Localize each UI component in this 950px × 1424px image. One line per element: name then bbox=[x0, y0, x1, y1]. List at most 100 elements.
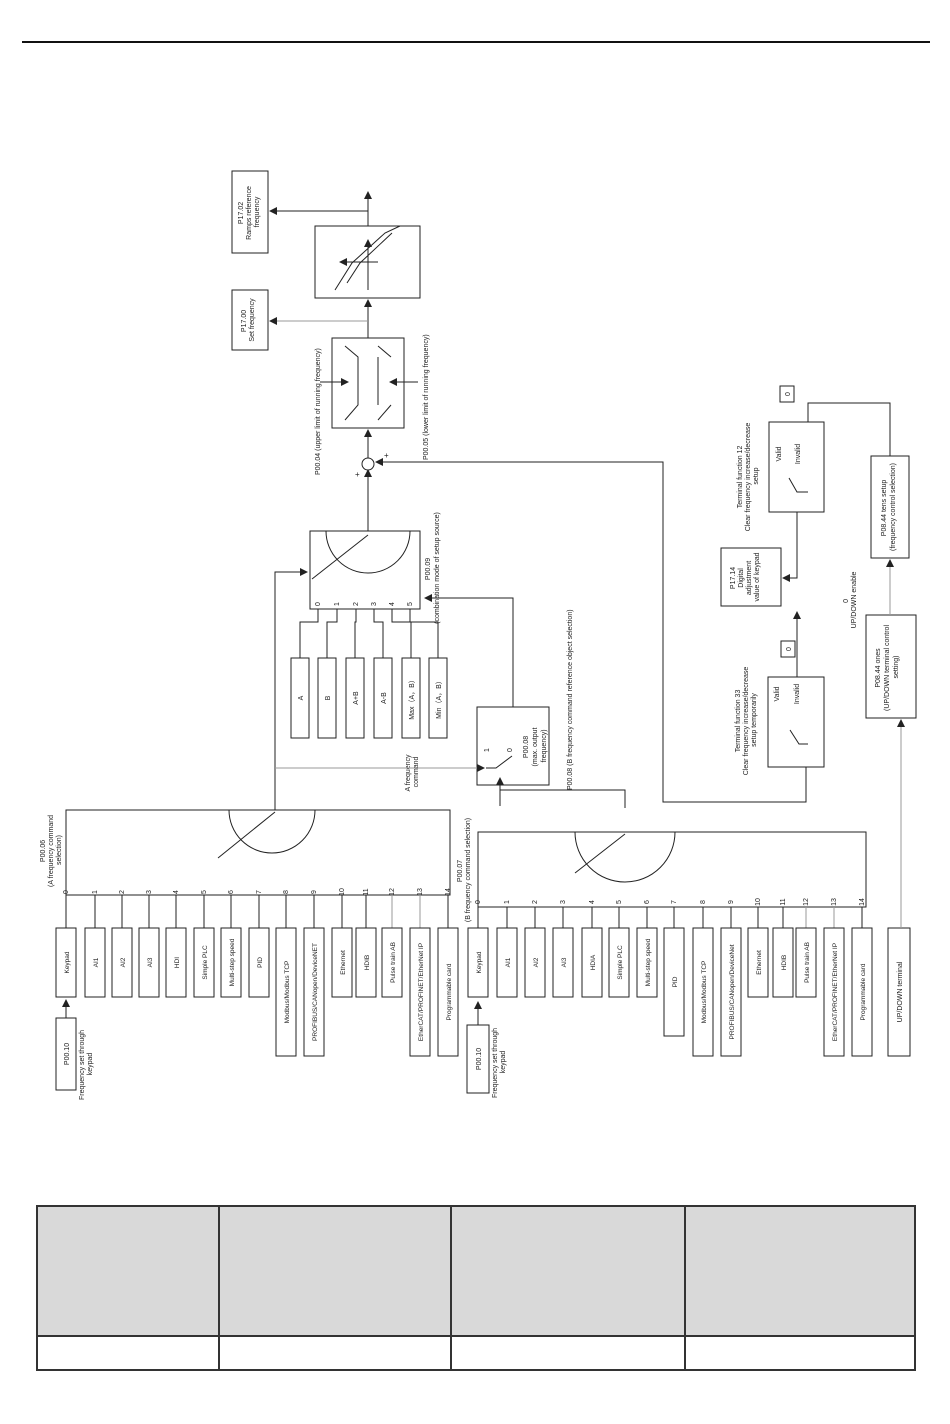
a-keypad-caption-1: Frequency set through bbox=[79, 1030, 86, 1100]
sw33-valid: Valid bbox=[774, 686, 781, 701]
table-header-cell bbox=[684, 1205, 916, 1337]
b_source-item-label: HDIA bbox=[590, 954, 597, 970]
a_source-item-label: Modbus/Modbus TCP bbox=[284, 961, 291, 1024]
b_source-item-label: Programmable card bbox=[860, 963, 867, 1020]
a_source-item-box bbox=[275, 927, 297, 1057]
svg-text:Frequency set through ke: Frequency set through keypad bbox=[79, 1028, 94, 1100]
b-keypad-caption-2: keypad bbox=[500, 1051, 507, 1074]
p0006-param: P00.06 bbox=[40, 840, 47, 862]
frequency-setting-diagram: + + P17.02 Ramps reference frequency P17… bbox=[22, 41, 930, 1100]
a_source-item-label: PROFIBUS/CANopen/DeviceNET bbox=[312, 943, 319, 1041]
a_source-index-label: 10 bbox=[339, 888, 346, 896]
b_source-item-box bbox=[851, 927, 873, 1057]
b_source-item-label: Keypad bbox=[476, 951, 483, 973]
b_source-item-label: HDIB bbox=[781, 955, 788, 971]
combination-mode-box bbox=[290, 657, 310, 739]
p0007-param: P00.07 bbox=[457, 860, 464, 882]
p0007-desc: (B frequency command selection) bbox=[465, 818, 472, 922]
p1714-3: adjustment bbox=[746, 561, 753, 595]
p0008-title: P00.08 (B frequency command reference ob… bbox=[567, 609, 574, 790]
p0008-desc-1: (max. output bbox=[532, 727, 539, 766]
p1714-digital-adjustment-box: P17.14 Digital adjustment value of keypa… bbox=[720, 547, 782, 607]
a-keypad-param-box: P00.10 Frequency set through keypad bbox=[55, 999, 94, 1100]
combination-mode-label: Max（A，B） bbox=[408, 676, 416, 720]
svg-text:P00.07 (B frequency comm: P00.07 (B frequency command selection) bbox=[457, 818, 472, 922]
b_source-item-box bbox=[747, 927, 769, 998]
a_source-index-label: 11 bbox=[363, 888, 370, 895]
combination-mode-connector bbox=[299, 609, 319, 658]
updown-enable-label: UP/DOWN enable bbox=[851, 571, 858, 628]
a-source-block: P00.06 (A frequency command selection) bbox=[40, 809, 451, 896]
b_source-index-label: 9 bbox=[728, 900, 735, 904]
set-freq-label: Set frequency bbox=[249, 298, 256, 342]
a_source-item-box bbox=[303, 927, 325, 1057]
updown-enable-0: 0 bbox=[843, 599, 850, 603]
b_source-index-label: 10 bbox=[755, 898, 762, 906]
sw12-caption-3: setup bbox=[753, 467, 760, 484]
set-frequency-box: P17.00 Set frequency bbox=[231, 289, 269, 351]
b_source-item-box bbox=[608, 927, 630, 998]
b_source-index-label: 1 bbox=[504, 900, 511, 904]
combination-mode-connector bbox=[373, 609, 384, 658]
ramp-reference-box: P17.02 Ramps reference frequency bbox=[231, 170, 269, 254]
a_source-item-box bbox=[138, 927, 160, 998]
a_source-item-box bbox=[111, 927, 133, 998]
a_source-index-label: 0 bbox=[63, 890, 70, 894]
b_source-item-box bbox=[467, 927, 489, 998]
a_source-index-label: 12 bbox=[389, 888, 396, 896]
b_source-index-label: 2 bbox=[532, 900, 539, 904]
combination-mode-label: Min（A，B） bbox=[435, 677, 443, 719]
p0844-tens-box: P08.44 tens setup (frequency control sel… bbox=[870, 455, 910, 559]
a-keypad-caption-2: keypad bbox=[87, 1053, 94, 1076]
combination-mode-label: B bbox=[325, 695, 332, 700]
a-keypad-param: P00.10 bbox=[64, 1043, 71, 1065]
sw33-caption-2: Clear frequency increase/decrease bbox=[743, 667, 750, 776]
table-header-cell bbox=[218, 1205, 452, 1337]
combination-mode-box bbox=[345, 657, 365, 739]
upper-limit-label: P00.04 (upper limit of running frequency… bbox=[315, 348, 322, 475]
a_source-index-label: 14 bbox=[445, 888, 452, 896]
b_source-item-box bbox=[720, 927, 742, 1057]
limit-block bbox=[320, 337, 418, 429]
b_source-item-label: PROFIBUS/CANopen/DeviceNet bbox=[729, 944, 736, 1039]
a_source-item-label: AI3 bbox=[147, 957, 154, 967]
p0006-desc-2: selection) bbox=[56, 835, 63, 865]
sw33-zero: 0 bbox=[786, 647, 793, 651]
svg-text:P17.14 Digital adj: P17.14 Digital adjustment value of keypa… bbox=[730, 552, 761, 601]
b_source-item-box bbox=[552, 927, 574, 998]
a_source-item-box bbox=[381, 927, 403, 998]
table-cell bbox=[218, 1335, 452, 1371]
sum-node bbox=[361, 457, 375, 471]
b_source-item-label: EtherCAT/PROFINET/EtherNet IP bbox=[832, 943, 839, 1041]
p0008-desc-2: frequency) bbox=[541, 729, 548, 762]
a_source-index-label: 6 bbox=[228, 890, 235, 894]
lower-limit-label: P00.05 (lower limit of running frequency… bbox=[423, 334, 430, 460]
a_source-item-box bbox=[55, 927, 77, 998]
p1714-2: Digital bbox=[738, 568, 745, 588]
b_source-item-label: Multi-step speed bbox=[645, 938, 652, 986]
combination-port-label: 2 bbox=[353, 602, 360, 606]
a_source-item-label: AI2 bbox=[120, 957, 127, 967]
b_source-item-label: AI1 bbox=[505, 957, 512, 967]
a-frequency-command-2: command bbox=[413, 757, 420, 788]
a_source-item-label: EtherCAT/PROFINET/EtherNet IP bbox=[418, 943, 425, 1041]
b_source-index-label: 6 bbox=[644, 900, 651, 904]
table-header-cell bbox=[450, 1205, 686, 1337]
bottom-table bbox=[36, 1205, 916, 1371]
svg-text:P00.09 (combination mode: P00.09 (combination mode of setup source… bbox=[425, 512, 441, 624]
svg-text:A frequency command: A frequency command bbox=[405, 753, 420, 792]
combination-port-label: 4 bbox=[389, 602, 396, 606]
table-header-row bbox=[36, 1205, 916, 1337]
combination-mode-label: A bbox=[298, 695, 305, 700]
a_source-index-label: 5 bbox=[201, 890, 208, 894]
a_source-item-label: PID bbox=[257, 957, 264, 968]
a_source-item-label: Programmable card bbox=[446, 963, 453, 1020]
combination-block: P00.09 (combination mode of setup source… bbox=[309, 512, 441, 624]
b_source-item-label: AI2 bbox=[533, 957, 540, 967]
sw33-caption-1: Terminal function 33 bbox=[735, 690, 742, 753]
b_source-index-label: 3 bbox=[560, 900, 567, 904]
svg-text:P00.08 (max. output: P00.08 (max. output frequency) bbox=[523, 726, 548, 767]
sw12-zero: 0 bbox=[785, 392, 792, 396]
